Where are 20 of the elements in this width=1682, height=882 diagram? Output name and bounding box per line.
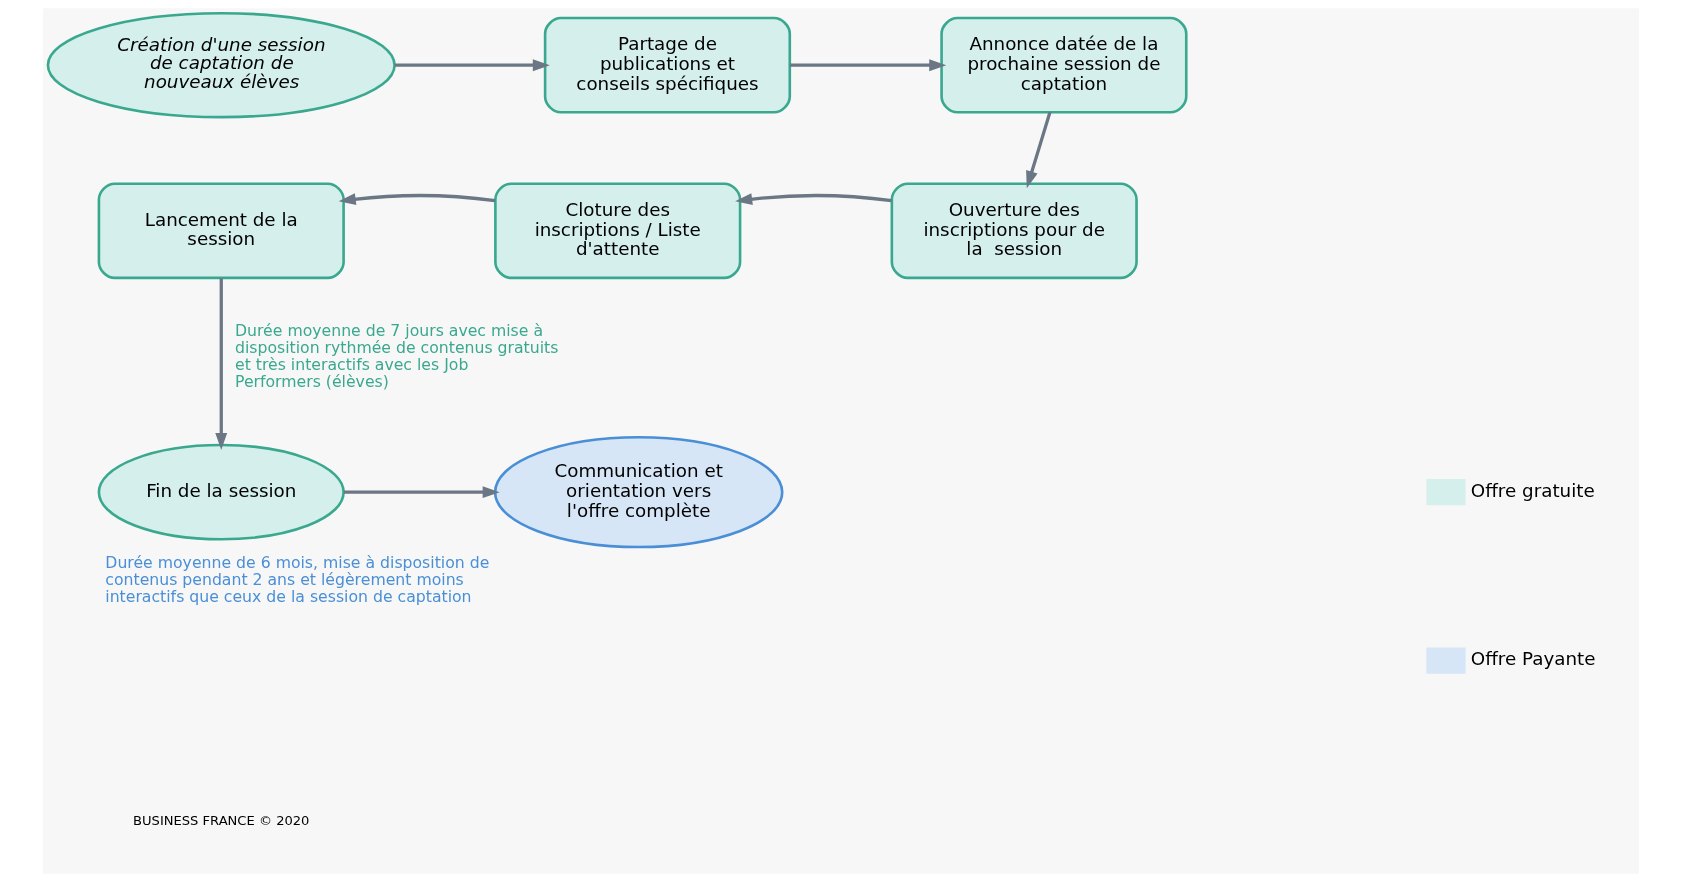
arrow (338, 193, 496, 206)
arrow (343, 486, 500, 499)
node-box: Partage de publications et conseils spécifiques (543, 16, 792, 114)
arrow (735, 193, 892, 206)
node-ellipse: Communication et orientation vers l'offre complète (493, 435, 784, 549)
arrow (789, 59, 947, 72)
legend-label: Offre Payante (1470, 648, 1596, 670)
label: BUSINESS FRANCE © 2020 (133, 812, 310, 828)
arrow (215, 278, 228, 450)
arrow (394, 59, 550, 72)
node-label: Durée moyenne de 6 mois, mise à disposition de contenus pendant 2 ans et légèrement moins interactifs que ceux de la session de captation (105, 552, 490, 606)
legend-label: Offre gratuite (1470, 480, 1595, 501)
arrow (1026, 111, 1052, 189)
node-box: Lancement de la session (97, 182, 345, 280)
node-ellipse: Fin de la session (97, 443, 345, 541)
node-box: Ouverture des inscriptions pour de la session (890, 182, 1138, 280)
node-box: Cloture des inscriptions / Liste d'attente (494, 182, 742, 280)
node-box: Annonce datée de la prochaine session de captation (940, 16, 1188, 114)
node-ellipse: Création d'une session de captation de nouveaux élèves (46, 11, 396, 119)
edge-label: Durée moyenne de 7 jours avec mise à disposition rythmée de contenus gratuits et très interactifs avec les Job Performers (élèves) (234, 321, 559, 392)
